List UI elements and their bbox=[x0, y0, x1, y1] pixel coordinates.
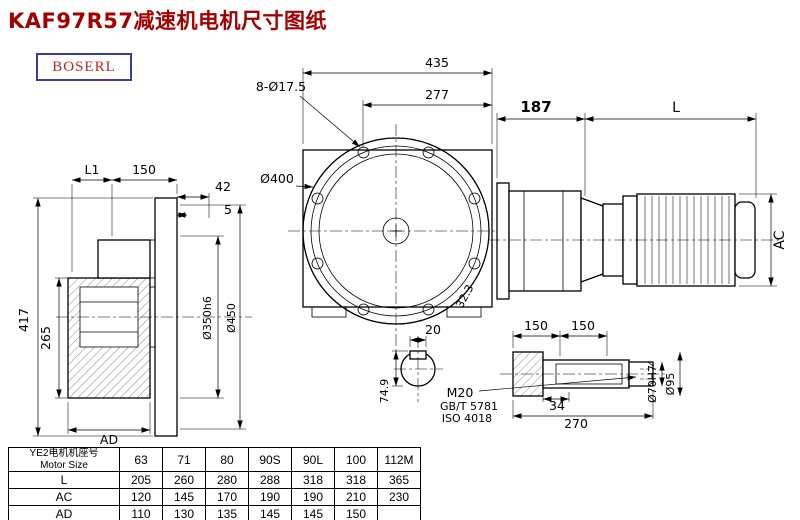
size-column-header: 71 bbox=[162, 447, 206, 472]
dim-32-3-label: 32.3 bbox=[453, 282, 476, 310]
row-label: AD bbox=[8, 505, 120, 520]
table-cell: 110 bbox=[119, 505, 163, 520]
table-cell: 150 bbox=[334, 505, 378, 520]
table-cell: 145 bbox=[248, 505, 292, 520]
size-column-header: 100 bbox=[334, 447, 378, 472]
table-cell: 365 bbox=[377, 471, 421, 489]
brand-logo: BOSERL bbox=[36, 53, 132, 81]
thread-m20-label: M20 bbox=[447, 385, 474, 400]
dim-d450-label: Ø450 bbox=[225, 303, 238, 333]
motor-size-label-cn: YE2电机机座号 bbox=[29, 448, 99, 459]
bolt-holes bbox=[311, 146, 481, 316]
dim-150a-label: 150 bbox=[524, 318, 548, 333]
table-row-L: L 205 260 280 288 318 318 365 bbox=[8, 471, 421, 489]
table-cell: 260 bbox=[162, 471, 206, 489]
dim-34-label: 34 bbox=[549, 398, 565, 413]
dim-d70-label: Ø70H7 bbox=[646, 365, 659, 403]
front-view: 435 277 8-Ø17.5 Ø400 32.3 bbox=[256, 55, 503, 352]
standard-gbt-label: GB/T 5781 bbox=[440, 400, 498, 413]
dim-265-label: 265 bbox=[38, 326, 53, 350]
shaft-detail-view: 150 150 34 270 M20 GB/T 5781 ISO 4018 Ø7… bbox=[440, 318, 683, 431]
page-title: KAF97R57减速机电机尺寸图纸 bbox=[8, 9, 327, 33]
dim-L-label: L bbox=[672, 100, 680, 116]
table-row-AC: AC 120 145 170 190 190 210 230 bbox=[8, 488, 421, 506]
table-cell bbox=[377, 505, 421, 520]
size-column-header: 90L bbox=[291, 447, 335, 472]
dim-20-label: 20 bbox=[425, 322, 441, 337]
gear-housing bbox=[508, 190, 582, 292]
table-cell: 190 bbox=[248, 488, 292, 506]
dim-d400-label: Ø400 bbox=[260, 171, 294, 186]
table-cell: 145 bbox=[162, 488, 206, 506]
table-cell: 230 bbox=[377, 488, 421, 506]
size-column-header: 112M bbox=[377, 447, 421, 472]
table-cell: 145 bbox=[291, 505, 335, 520]
table-cell: 130 bbox=[162, 505, 206, 520]
size-column-header: 63 bbox=[119, 447, 163, 472]
table-cell: 190 bbox=[291, 488, 335, 506]
row-label: L bbox=[8, 471, 120, 489]
motor-size-label-en: Motor Size bbox=[40, 459, 88, 471]
shaft-section-view: 20 74.9 bbox=[378, 322, 443, 403]
right-view: 187 L AC bbox=[488, 98, 788, 300]
table-cell: 318 bbox=[291, 471, 335, 489]
table-header-row: YE2电机机座号 Motor Size 63 71 80 90S 90L 100… bbox=[8, 447, 421, 472]
dim-AC-label: AC bbox=[772, 230, 788, 249]
row-label: AC bbox=[8, 488, 120, 506]
table-row-AD: AD 110 130 135 145 145 150 bbox=[8, 505, 421, 520]
table-header-motor-size: YE2电机机座号 Motor Size bbox=[8, 447, 120, 472]
table-cell: 280 bbox=[205, 471, 249, 489]
motor-size-table: YE2电机机座号 Motor Size 63 71 80 90S 90L 100… bbox=[8, 447, 421, 520]
left-view: L1 150 42 5 417 265 AD Ø350h6 bbox=[16, 162, 252, 446]
size-column-header: 90S bbox=[248, 447, 292, 472]
dim-150-label: 150 bbox=[132, 162, 156, 177]
table-cell: 120 bbox=[119, 488, 163, 506]
table-cell: 318 bbox=[334, 471, 378, 489]
dim-277-label: 277 bbox=[425, 87, 449, 102]
dim-bolt-holes-label: 8-Ø17.5 bbox=[256, 79, 306, 94]
dim-42-label: 42 bbox=[215, 179, 231, 194]
table-cell: 170 bbox=[205, 488, 249, 506]
standard-iso-label: ISO 4018 bbox=[442, 412, 492, 425]
table-cell: 205 bbox=[119, 471, 163, 489]
dim-270-label: 270 bbox=[564, 416, 588, 431]
dim-L1-label: L1 bbox=[85, 162, 100, 177]
technical-drawing: 435 277 8-Ø17.5 Ø400 32.3 bbox=[16, 55, 788, 446]
dim-5-label: 5 bbox=[224, 202, 232, 217]
table-cell: 135 bbox=[205, 505, 249, 520]
dim-AD-label: AD bbox=[100, 432, 118, 446]
dim-435-label: 435 bbox=[425, 55, 449, 70]
table-cell: 210 bbox=[334, 488, 378, 506]
dim-150b-label: 150 bbox=[571, 318, 595, 333]
dim-74-9-label: 74.9 bbox=[378, 379, 391, 404]
table-cell: 288 bbox=[248, 471, 292, 489]
dim-187-label: 187 bbox=[520, 98, 551, 116]
size-column-header: 80 bbox=[205, 447, 249, 472]
dim-d95-label: Ø95 bbox=[664, 373, 677, 396]
dim-d350-label: Ø350h6 bbox=[201, 296, 214, 340]
dim-417-label: 417 bbox=[16, 308, 31, 332]
